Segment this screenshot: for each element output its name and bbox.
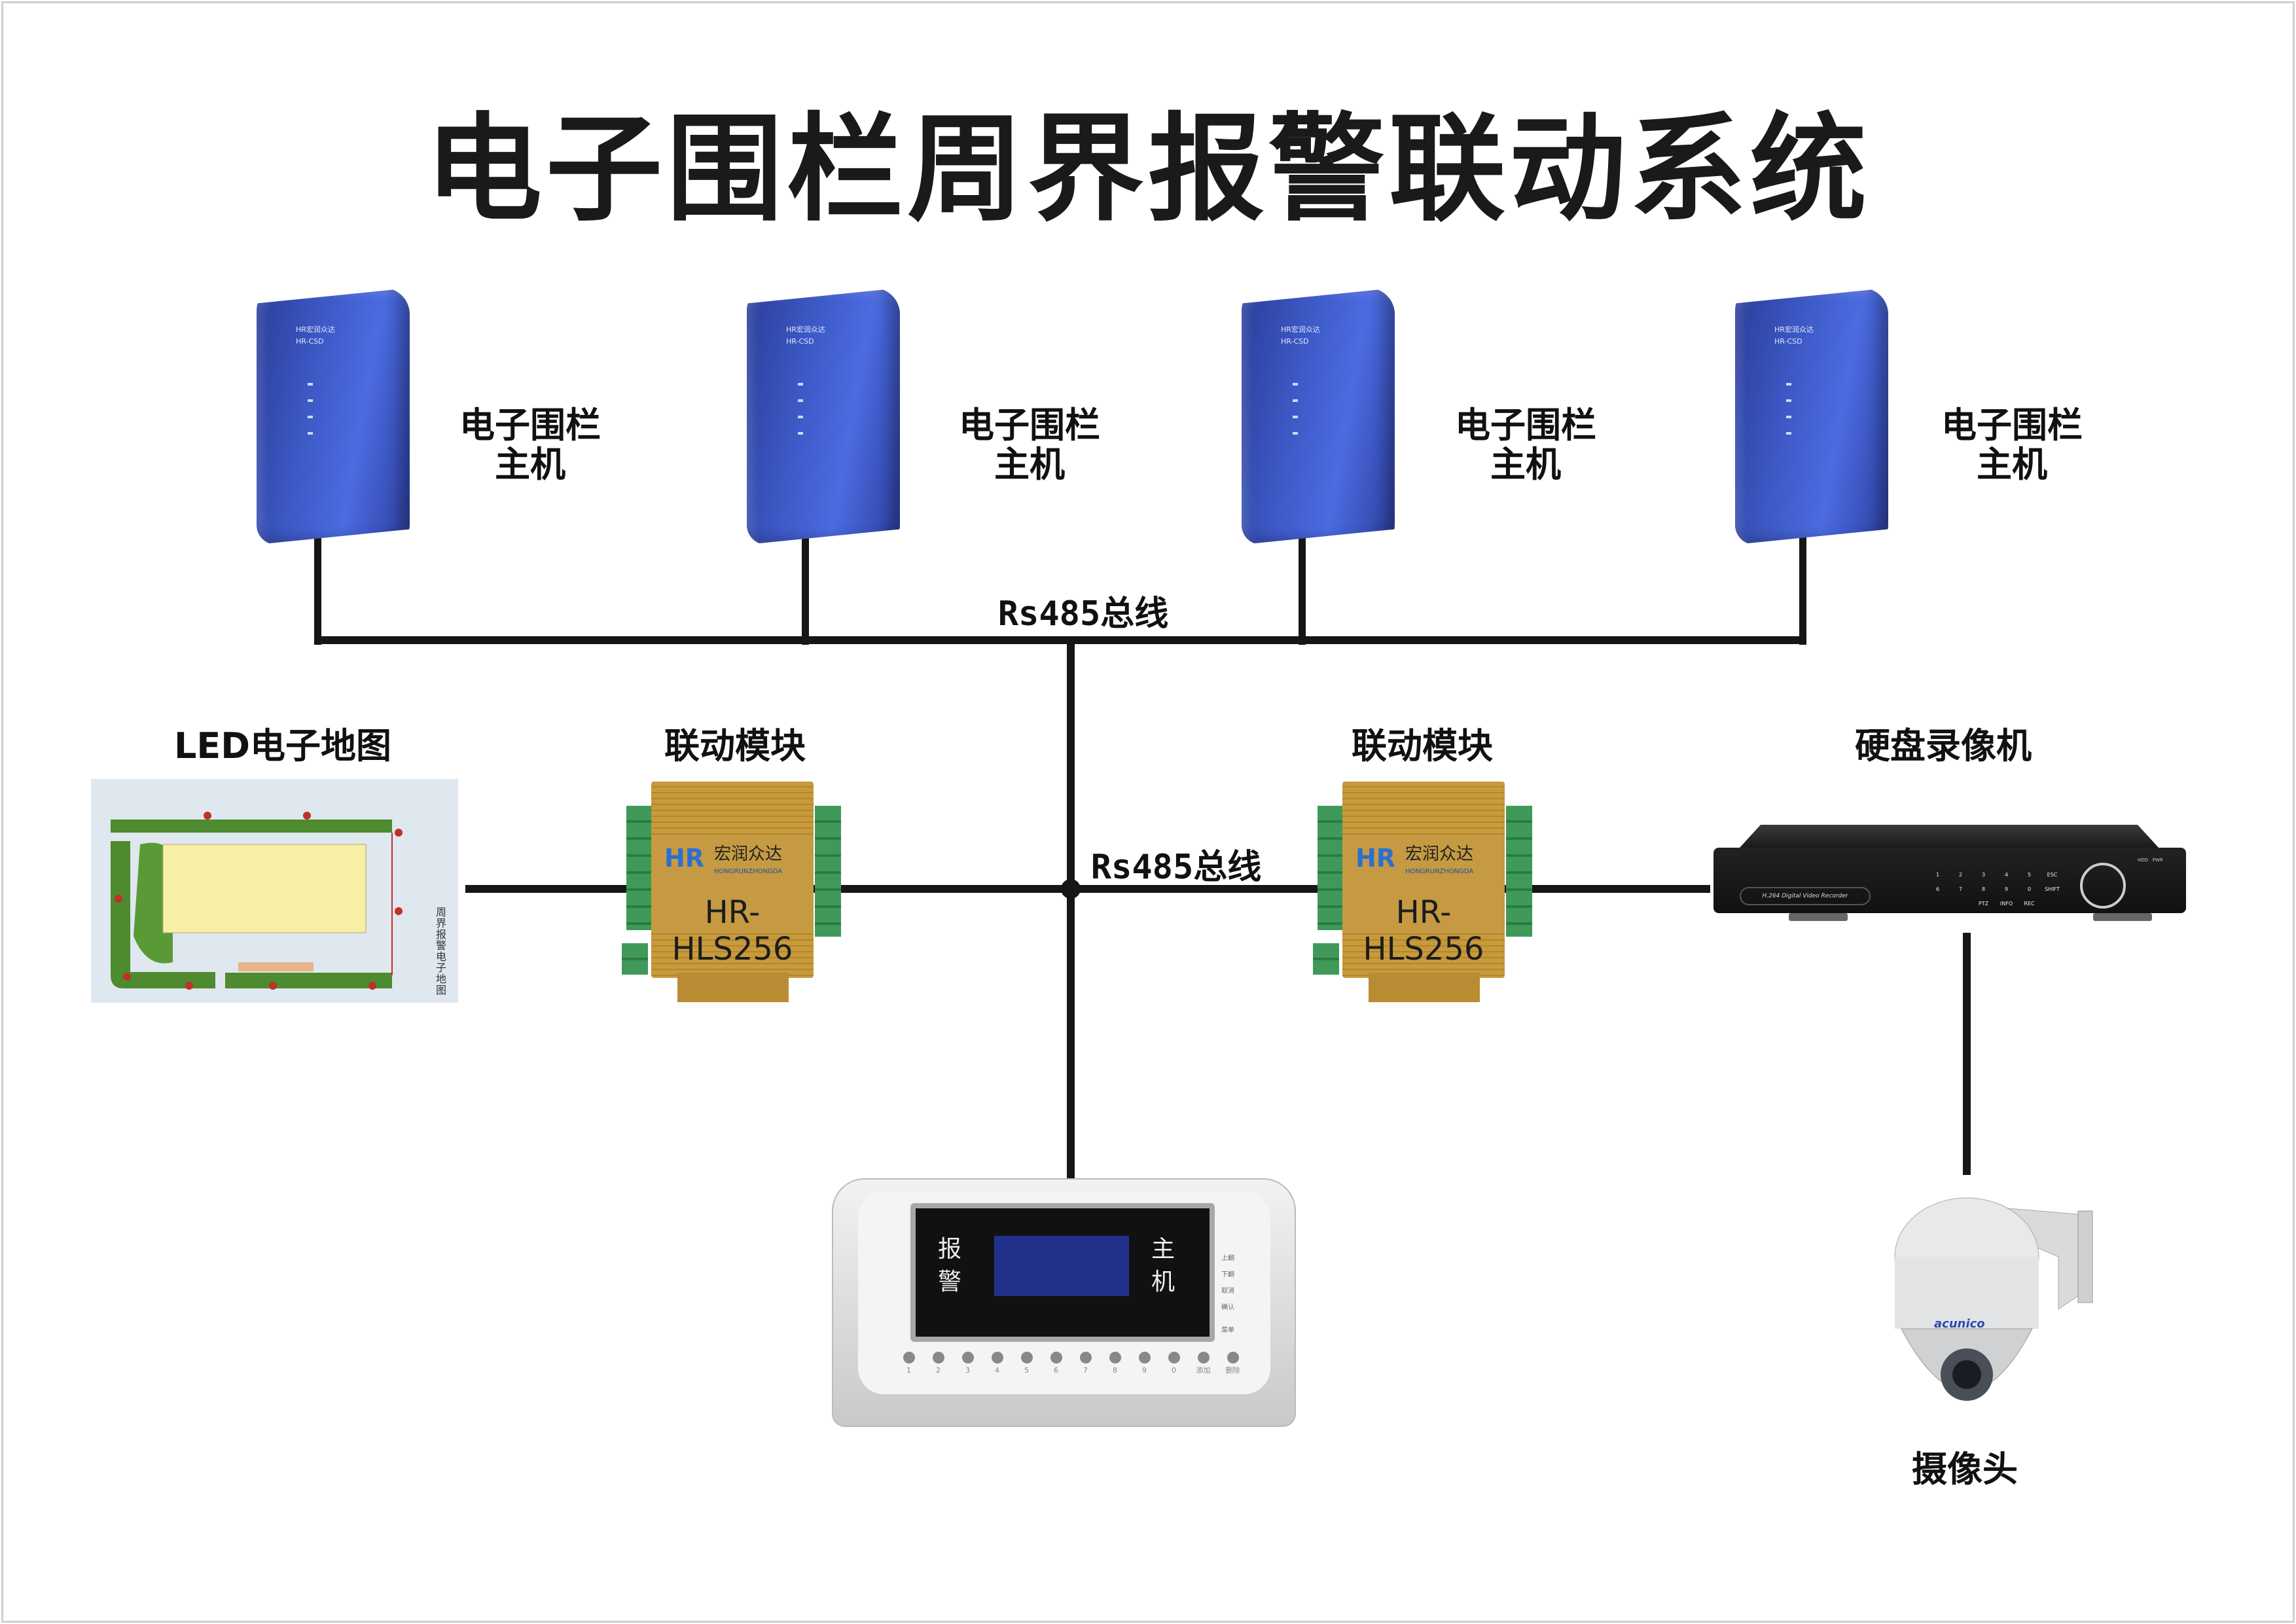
device-model: HR-CSD [296,337,324,346]
fence-host-device-image [1242,288,1395,545]
fence-host-device-image [257,288,410,545]
alarm-host-device: 报警 主机 上翻 下翻 取消 确认 菜单 1 2 3 4 5 6 7 8 9 0 添加 删除 [832,1178,1296,1438]
fence-host-1-drop-line [314,527,321,645]
module-model: HR-HLS256 [672,894,793,967]
side-button-cancel: 取消 [1221,1288,1234,1295]
fence-host-4-drop-line [1799,527,1806,645]
module-brand-cn: 宏润众达 [1405,844,1474,864]
alarm-host-screen: 报警 主机 [910,1203,1215,1342]
keypad-key: 1 [906,1366,911,1375]
keypad-key: 5 [1024,1366,1029,1375]
dvr-key: 8 [1981,886,1986,892]
camera-brand: acunico [1934,1317,1985,1331]
hr-logo: HR [1355,844,1396,873]
device-brand: HR宏润众达 [296,325,335,334]
side-button-up: 上翻 [1221,1255,1234,1262]
keypad-key: 6 [1054,1366,1058,1375]
bus-junction-dot [1061,879,1081,899]
dvr-key-caption: INFO [2000,901,2013,907]
device-brand: HR宏润众达 [786,325,825,334]
dvr-key-caption: PTZ [1978,901,1989,907]
dvr-device: H.264 Digital Video Recorder 1 2 3 4 5 ESC 6 7… [1713,825,2186,922]
module-model: HR-HLS256 [1363,894,1484,967]
screen-char: 机 [1151,1269,1175,1295]
dvr-key: 2 [1958,872,1963,878]
device-model: HR-CSD [786,337,814,346]
device-model: HR-CSD [1281,337,1309,346]
fence-host-label-2: 主机 [1977,444,2047,485]
rs485-trunk-line [1067,640,1075,1180]
screen-char: 主 [1151,1236,1175,1263]
dvr-key-caption: REC [2024,901,2035,907]
device-brand: HR宏润众达 [1281,325,1320,334]
keypad-key: 3 [965,1366,970,1375]
side-button-down: 下翻 [1221,1271,1234,1278]
dvr-key: 5 [2027,872,2032,878]
dvr-label: 硬盘录像机 [1855,725,2032,767]
fence-host-2-drop-line [802,527,809,645]
camera-label: 摄像头 [1912,1449,2018,1490]
diagram-title: 电子围栏周界报警联动系统 [425,101,1871,237]
screen-char: 报 [938,1236,962,1263]
keypad-key: 8 [1113,1366,1117,1375]
rs485-middle-label: Rs485总线 [1090,848,1262,887]
keypad-key: 删除 [1225,1366,1240,1375]
hdd-indicator: HDD [2138,857,2149,863]
fence-host-label-2: 主机 [1490,444,1561,485]
linkage-module-1: HR 宏润众达 HONGRUNZHONGDA HR-HLS256 [612,776,852,1007]
dvr-key: 6 [1935,886,1940,892]
fence-host-device-image [747,288,900,545]
dvr-camera-line [1963,933,1971,1175]
fence-host-label-2: 主机 [994,444,1065,485]
side-button-confirm: 确认 [1221,1304,1234,1311]
screen-char: 警 [938,1269,962,1295]
module-brand-cn: 宏润众达 [714,844,783,864]
linkage-module-2-label: 联动模块 [1352,725,1493,767]
pwr-indicator: PWR [2152,857,2163,863]
fence-host-label: 电子围栏 [459,405,601,446]
keypad-key: 4 [995,1366,999,1375]
device-model: HR-CSD [1774,337,1803,346]
led-map-image: 周界报警电子地图 [91,779,458,1003]
dvr-key: ESC [2047,872,2058,878]
keypad-key: 2 [936,1366,941,1375]
keypad-key: 添加 [1196,1366,1211,1375]
hr-logo: HR [664,844,705,873]
keypad-key: 9 [1142,1366,1147,1375]
dvr-key: SHIFT [2045,886,2060,892]
rs485-top-bus [314,636,1806,644]
module-brand-en: HONGRUNZHONGDA [1405,868,1474,875]
dvr-key: 7 [1958,886,1963,892]
dvr-panel-text: H.264 Digital Video Recorder [1740,887,1871,905]
keypad-key: 7 [1083,1366,1088,1375]
side-button-menu: 菜单 [1221,1327,1234,1334]
fence-host-label: 电子围栏 [1941,405,2083,446]
dvr-key: 4 [2004,872,2009,878]
led-map-label: LED电子地图 [173,725,392,767]
device-brand: HR宏润众达 [1774,325,1814,334]
keypad-key: 0 [1172,1366,1176,1375]
linkage-module-1-label: 联动模块 [664,725,806,767]
ptz-camera: acunico [1882,1178,2106,1443]
linkage-module-2: HR 宏润众达 HONGRUNZHONGDA HR-HLS256 [1303,776,1543,1007]
fence-host-label: 电子围栏 [1455,405,1596,446]
dvr-key: 3 [1981,872,1986,878]
fence-host-label-2: 主机 [495,444,565,485]
module-brand-en: HONGRUNZHONGDA [714,868,783,875]
dvr-nav-wheel-icon [2080,863,2126,909]
rs485-top-label: Rs485总线 [997,594,1169,634]
fence-host-3-drop-line [1299,527,1306,645]
fence-host-device-image [1735,288,1888,545]
dvr-key: 9 [2004,886,2009,892]
dvr-key: 1 [1935,872,1940,878]
dvr-key: 0 [2027,886,2032,892]
fence-host-label: 电子围栏 [959,405,1100,446]
led-map-caption: 周界报警电子地图 [436,906,447,996]
